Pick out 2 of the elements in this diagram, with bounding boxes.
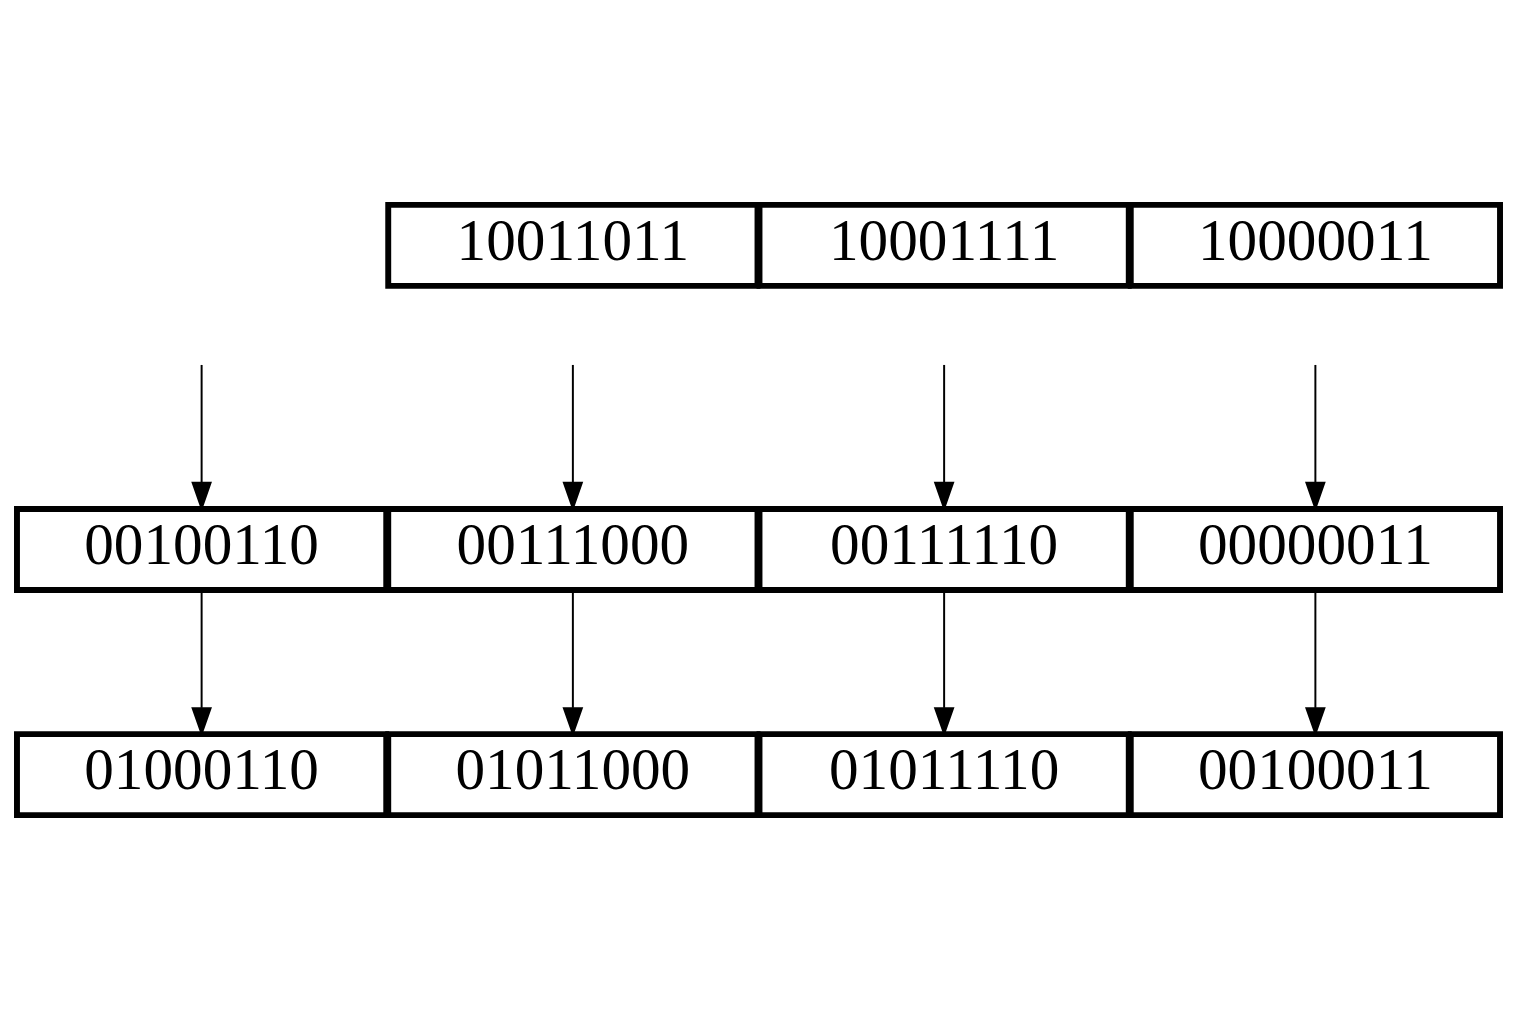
- node-box: 10000011: [1127, 201, 1503, 289]
- node-box: 00100011: [1127, 731, 1503, 819]
